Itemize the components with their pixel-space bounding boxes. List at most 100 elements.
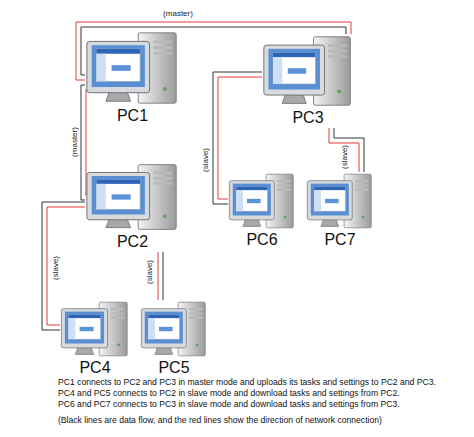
computer-icon (262, 34, 354, 108)
connection-direction-line (85, 90, 86, 195)
icon-part (60, 300, 130, 358)
computer-label: PC2 (85, 232, 180, 252)
icon-part (92, 176, 145, 215)
icon-part (328, 55, 346, 58)
icon-part (314, 190, 321, 211)
icon-part (314, 187, 345, 212)
network-connection (81, 85, 86, 200)
icon-part (163, 87, 167, 91)
icon-part (68, 315, 100, 319)
icon-part (148, 318, 155, 339)
icon-part (61, 309, 107, 348)
computer-node: PC2 (85, 162, 180, 252)
icon-part (148, 315, 179, 319)
icon-part (140, 300, 208, 358)
network-connection (329, 128, 364, 172)
icon-part (110, 312, 124, 314)
icon-part (362, 216, 365, 219)
icon-part (229, 181, 274, 220)
connection-mode-label: (master) (163, 9, 193, 18)
icon-part (85, 162, 180, 232)
icon-part (284, 216, 287, 219)
icon-part (110, 317, 124, 319)
icon-part (96, 49, 140, 81)
connection-mode-label: (master) (70, 127, 79, 157)
icon-part (262, 34, 354, 108)
computer-label: PC3 (262, 108, 354, 128)
computer-icon (140, 300, 208, 358)
icon-part (148, 315, 179, 340)
icon-part (189, 317, 203, 319)
icon-part (247, 199, 261, 203)
connection-mode-label: (slave) (145, 260, 154, 284)
caption-line: PC1 connects to PC2 and PC3 in master mo… (58, 377, 472, 388)
icon-part (117, 344, 120, 347)
connection-mode-label: (slave) (201, 148, 210, 172)
icon-part (268, 49, 320, 90)
icon-part (355, 189, 369, 191)
connection-direction-line (47, 207, 85, 325)
icon-part (153, 172, 172, 175)
icon-part (145, 312, 183, 344)
icon-part (112, 65, 131, 71)
icon-part (228, 172, 296, 230)
icon-part (328, 50, 346, 53)
icon-part (96, 54, 106, 82)
icon-part (288, 68, 306, 74)
computer-node: PC1 (85, 30, 180, 126)
icon-part (273, 53, 315, 84)
icon-part (65, 312, 104, 344)
icon-part (68, 315, 100, 340)
computer-icon (60, 300, 130, 358)
icon-part (110, 308, 124, 310)
icon-part (307, 181, 352, 220)
icon-part (141, 309, 186, 348)
caption-line: PC6 and PC7 connects to PC3 in slave mod… (58, 399, 472, 410)
icon-part (236, 187, 267, 191)
icon-part (277, 180, 291, 182)
icon-part (328, 44, 346, 47)
data-flow-line (163, 252, 164, 300)
icon-part (264, 45, 325, 95)
connection-mode-label: (slave) (340, 145, 349, 169)
icon-part (355, 180, 369, 182)
icon-part (189, 312, 203, 314)
icon-part (153, 182, 172, 185)
computer-label: PC4 (60, 358, 130, 378)
icon-part (153, 177, 172, 180)
icon-part (311, 184, 349, 216)
computer-icon (85, 162, 180, 232)
icon-part (159, 327, 173, 331)
icon-part (96, 180, 140, 210)
icon-part (277, 189, 291, 191)
computer-icon (306, 172, 374, 230)
computer-node: PC7 (306, 172, 374, 250)
computer-label: PC7 (306, 230, 374, 250)
icon-part (96, 49, 140, 54)
icon-part (189, 308, 203, 310)
data-flow-line (81, 85, 85, 200)
computer-label: PC6 (228, 230, 296, 250)
computer-node: PC3 (262, 34, 354, 128)
icon-part (85, 30, 180, 106)
icon-part (87, 173, 150, 220)
connection-mode-label: (slave) (51, 256, 60, 280)
icon-part (112, 194, 131, 199)
icon-part (325, 199, 339, 203)
icon-part (92, 45, 145, 87)
icon-part (153, 40, 172, 43)
icon-part (80, 327, 94, 331)
icon-part (273, 53, 315, 58)
icon-part (306, 172, 374, 230)
computer-icon (228, 172, 296, 230)
connection-direction-line (158, 252, 159, 300)
computer-icon (85, 30, 180, 106)
icon-part (87, 41, 150, 92)
icon-part (233, 184, 271, 216)
icon-part (153, 52, 172, 55)
icon-part (96, 184, 106, 209)
caption-line: (Black lines are data flow, and the red … (58, 415, 472, 426)
computer-node: PC4 (60, 300, 130, 378)
icon-part (68, 318, 75, 339)
